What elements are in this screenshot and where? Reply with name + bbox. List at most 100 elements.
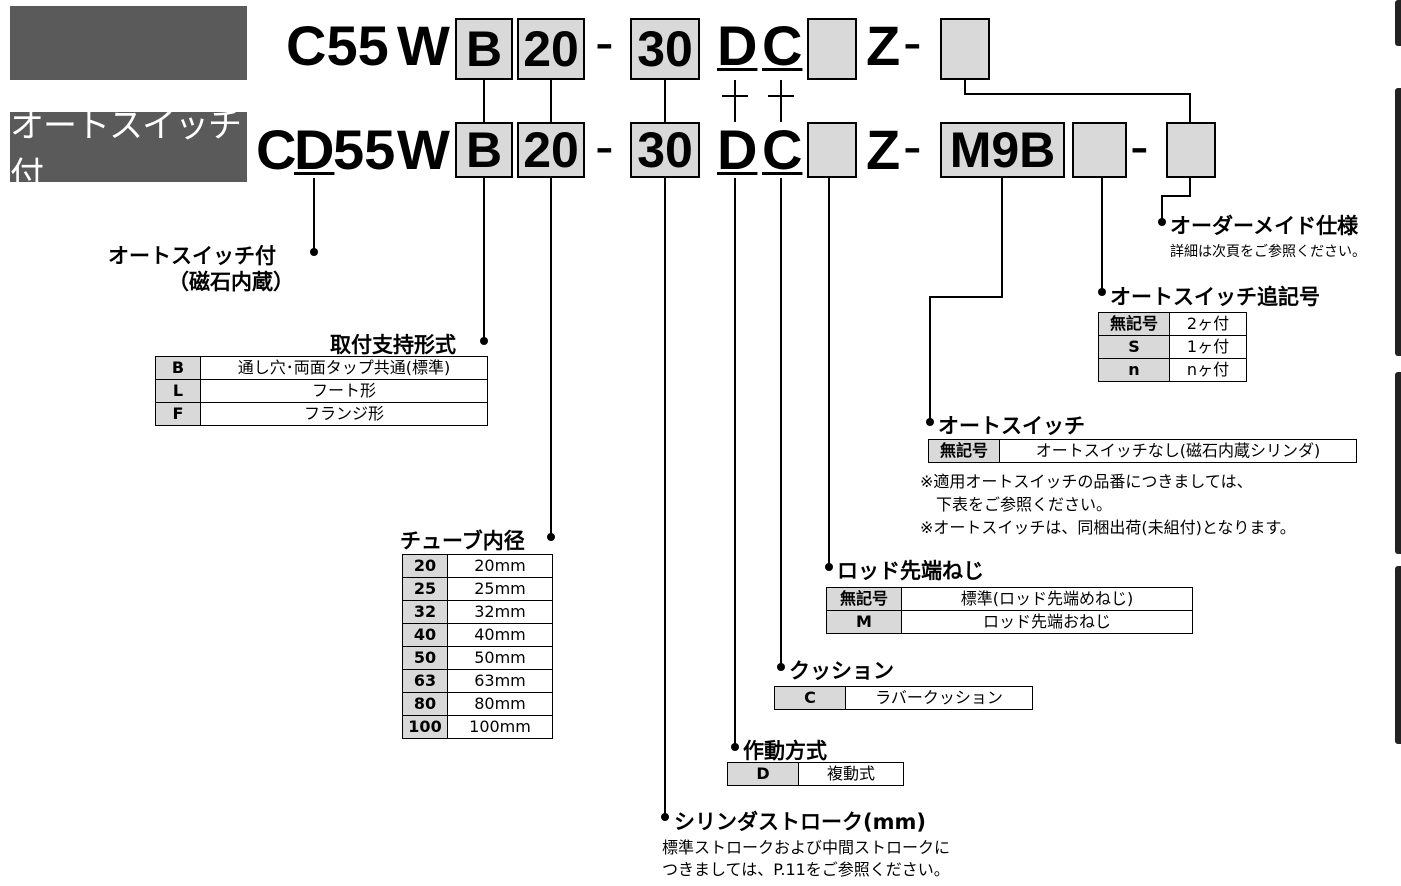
bottom-code-z: Z <box>866 118 901 181</box>
mounting-key: F <box>155 402 201 426</box>
bottom-code-prefix: 55 <box>333 118 396 181</box>
qty-title: オートスイッチ追記号 <box>1110 285 1320 309</box>
link-mto <box>964 80 1191 122</box>
rod-title: ロッド先端ねじ <box>837 559 984 583</box>
bore-value: 32mm <box>447 600 553 624</box>
switch-note-2: 下表をご参照ください。 <box>936 495 1113 514</box>
top-code-w: W <box>397 14 450 77</box>
bottom-code-rod-blank <box>807 122 857 178</box>
bore-key: 80 <box>402 692 448 716</box>
line-switch <box>929 178 1003 422</box>
switch-header: オートスイッチ付 <box>10 106 247 195</box>
bore-value: 20mm <box>447 554 553 578</box>
standard-header <box>10 6 247 80</box>
bore-key: 25 <box>402 577 448 601</box>
bottom-code-stroke: 30 <box>630 122 700 178</box>
table-row: 無記号オートスイッチなし(磁石内蔵シリンダ) <box>928 439 1357 463</box>
bottom-code-mto-blank <box>1166 122 1216 178</box>
bore-value: 25mm <box>447 577 553 601</box>
bottom-code-c: C <box>256 118 297 181</box>
bottom-code-dash2: - <box>903 114 922 177</box>
qty-key: 無記号 <box>1098 312 1170 336</box>
rod-key: 無記号 <box>826 587 902 611</box>
magnet-sub: （磁石内蔵） <box>168 270 294 294</box>
top-code-z: Z <box>866 14 901 77</box>
bore-key: 40 <box>402 623 448 647</box>
rod-key: M <box>826 610 902 634</box>
bore-key: 63 <box>402 669 448 693</box>
switch-note-3: ※オートスイッチは、同梱出荷(未組付)となります。 <box>920 518 1296 537</box>
bore-value: 80mm <box>447 692 553 716</box>
mto-title: オーダーメイド仕様 <box>1170 214 1359 238</box>
top-code-bore: 20 <box>517 18 585 80</box>
mto-note: 詳細は次頁をご参照ください。 <box>1170 244 1366 260</box>
action-title: 作動方式 <box>743 739 827 763</box>
mounting-key: B <box>155 356 201 380</box>
cushion-value: ラバークッション <box>845 686 1033 710</box>
switch-header-label: オートスイッチ付 <box>10 106 242 195</box>
bottom-code-bore: 20 <box>517 122 585 178</box>
action-key: D <box>727 762 799 786</box>
qty-value: 2ヶ付 <box>1169 312 1247 336</box>
line-mto2 <box>1161 178 1191 220</box>
bore-key: 32 <box>402 600 448 624</box>
action-value: 複動式 <box>798 762 904 786</box>
mounting-value: フート形 <box>200 379 488 403</box>
edge-tab <box>1395 372 1401 554</box>
qty-value: nヶ付 <box>1169 358 1247 382</box>
bottom-code-qty-blank <box>1072 122 1127 178</box>
bore-key: 100 <box>402 715 448 739</box>
top-code-mount: B <box>455 18 513 80</box>
bore-value: 100mm <box>447 715 553 739</box>
top-code-dash: - <box>595 10 614 73</box>
table-row: 無記号標準(ロッド先端めねじ) <box>826 587 1193 611</box>
mounting-value: フランジ形 <box>200 402 488 426</box>
rod-value: 標準(ロッド先端めねじ) <box>901 587 1193 611</box>
bottom-code-d: D <box>294 118 335 181</box>
mounting-value: 通し穴･両面タップ共通(標準) <box>200 356 488 380</box>
top-code-mto-blank <box>940 18 990 80</box>
cushion-title: クッション <box>789 659 894 683</box>
bottom-code-switch: M9B <box>940 122 1065 178</box>
switch-value: オートスイッチなし(磁石内蔵シリンダ) <box>999 439 1357 463</box>
stroke-note-1: 標準ストロークおよび中間ストロークに <box>662 838 951 857</box>
bore-title: チューブ内径 <box>400 529 525 553</box>
top-code-stroke: 30 <box>630 18 700 80</box>
bore-key: 50 <box>402 646 448 670</box>
mounting-title: 取付支持形式 <box>330 333 456 357</box>
switch-title: オートスイッチ <box>938 414 1085 438</box>
top-code-dash2: - <box>903 10 922 73</box>
switch-key: 無記号 <box>928 439 1000 463</box>
bore-value: 50mm <box>447 646 553 670</box>
bore-key: 20 <box>402 554 448 578</box>
bore-value: 63mm <box>447 669 553 693</box>
bottom-code-dash: - <box>595 114 614 177</box>
edge-tab <box>1395 0 1401 46</box>
qty-value: 1ヶ付 <box>1169 335 1247 359</box>
bore-value: 40mm <box>447 623 553 647</box>
stroke-note-2: つきましては、P.11をご参照ください。 <box>662 860 950 879</box>
magnet-label: オートスイッチ付 <box>108 244 276 268</box>
top-code-rod-blank <box>807 18 857 80</box>
cushion-key: C <box>774 686 846 710</box>
edge-tab <box>1395 88 1401 356</box>
